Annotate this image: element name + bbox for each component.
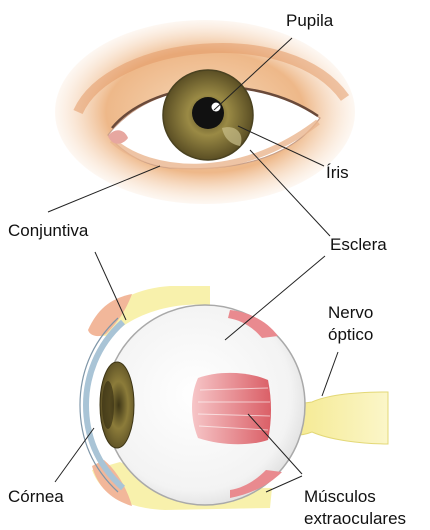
pupil-highlight — [212, 103, 221, 112]
label-iris: Íris — [326, 163, 349, 182]
leader-nervo — [322, 352, 338, 396]
leader-cornea — [55, 428, 94, 482]
label-musculos-line1: Músculos — [304, 487, 376, 506]
lens-section — [102, 381, 114, 429]
label-esclera: Esclera — [330, 235, 387, 254]
label-musculos-line2: extraoculares — [304, 509, 406, 528]
label-nervo-line1: Nervo — [328, 303, 373, 322]
label-cornea: Córnea — [8, 487, 64, 506]
leader-esclera-bottom — [225, 256, 325, 340]
label-conjuntiva: Conjuntiva — [8, 221, 89, 240]
label-nervo-line2: óptico — [328, 325, 373, 344]
label-pupila: Pupila — [286, 11, 334, 30]
lateral-rectus-muscle — [192, 373, 271, 444]
pupil — [192, 97, 224, 129]
external-eye — [55, 20, 355, 204]
